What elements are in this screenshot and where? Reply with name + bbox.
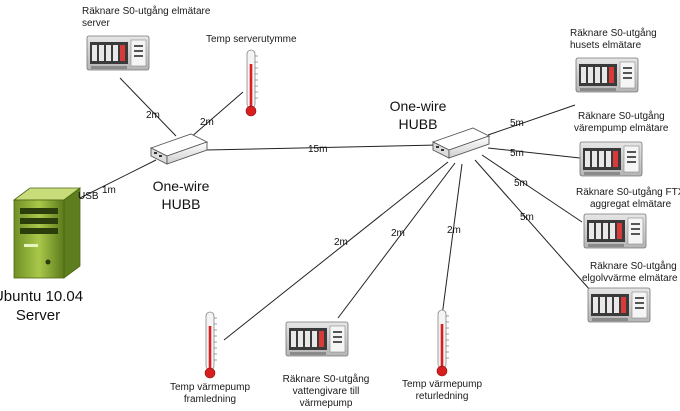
distance-labels: USB 1m 2m 2m 15m 5m 5m 5m 5m 2m 2m 2m — [78, 110, 534, 248]
server-temp-label: Temp serverutymme — [206, 34, 297, 45]
thermometer-icon — [204, 311, 218, 379]
floor-meter-label-line2: elgolvvärme elmätare — [582, 273, 678, 284]
usb-label: USB — [78, 191, 99, 202]
water-meter[interactable]: Räknare S0-utgång vattengivare till värm… — [283, 321, 370, 409]
hub-icon — [150, 133, 208, 165]
server[interactable]: Ubuntu 10.04 Server — [0, 187, 83, 324]
water-meter-label-line3: värmepump — [300, 398, 353, 409]
server-room-thermometer[interactable]: Temp serverutymme — [206, 34, 297, 117]
server-label-line1: Ubuntu 10.04 — [0, 288, 83, 305]
wire-right-hub-to-house-meter — [487, 104, 576, 136]
wire-right-hub-to-ftx-meter — [481, 154, 583, 223]
distance-to-floor-meter: 5m — [520, 212, 534, 223]
water-meter-label-line2: vattengivare till — [293, 386, 360, 397]
right-hub-label-line2: HUBB — [399, 116, 438, 132]
right-hub[interactable]: One-wire HUBB — [390, 98, 490, 159]
distance-to-water-meter: 2m — [391, 228, 405, 239]
wire-right-hub-to-floor-meter — [474, 159, 591, 291]
heatpump-meter-label-line2: värempump elmätare — [574, 123, 669, 134]
ftx-meter-label-line2: aggregat elmätare — [590, 199, 672, 210]
server-meter-label-line1: Räknare S0-utgång elmätare — [82, 5, 211, 17]
floor-heating-meter[interactable]: Räknare S0-utgång elgolvvärme elmätare — [582, 260, 678, 323]
energy-meter-icon — [285, 321, 349, 357]
distance-to-heatpump-meter: 5m — [510, 148, 524, 159]
floor-meter-label-line1: Räknare S0-utgång — [590, 260, 677, 272]
distance-hub-to-hub: 15m — [308, 144, 327, 155]
return-temp-label-line1: Temp värmepump — [402, 379, 482, 390]
wire-right-hub-to-supply-temp — [223, 161, 449, 341]
distance-to-house-meter: 5m — [510, 118, 524, 129]
house-meter-label-line2: husets elmätare — [570, 40, 642, 51]
heatpump-meter[interactable]: Räknare S0-utgång värempump elmätare — [574, 110, 669, 177]
server-icon — [12, 187, 82, 279]
supply-temp-label-line1: Temp värmepump — [170, 382, 250, 393]
supply-thermometer[interactable]: Temp värmepump framledning — [170, 311, 250, 405]
wires — [71, 77, 591, 341]
supply-temp-label-line2: framledning — [184, 394, 236, 405]
distance-server-to-hub: 1m — [102, 185, 116, 196]
wire-right-hub-to-return-temp — [441, 163, 463, 317]
ftx-meter-label-line1: Räknare S0-utgång FTX- — [576, 186, 680, 198]
thermometer-icon — [436, 309, 450, 377]
distance-to-supply-temp: 2m — [334, 237, 348, 248]
wire-left-hub-to-right-hub — [205, 144, 439, 151]
wire-right-hub-to-heatpump-meter — [487, 147, 581, 159]
distance-to-ftx-meter: 5m — [514, 178, 528, 189]
energy-meter-icon — [86, 35, 150, 71]
energy-meter-icon — [583, 213, 647, 249]
server-label-line2: Server — [16, 307, 60, 324]
heatpump-meter-label-line1: Räknare S0-utgång — [578, 110, 665, 122]
distance-hub-to-server-temp: 2m — [200, 117, 214, 128]
energy-meter-icon — [587, 287, 651, 323]
water-meter-label-line1: Räknare S0-utgång — [283, 373, 370, 385]
left-hub-label-line1: One-wire — [153, 178, 210, 194]
ftx-meter[interactable]: Räknare S0-utgång FTX- aggregat elmätare — [576, 186, 680, 249]
wire-left-hub-to-server-temp — [189, 91, 244, 139]
server-meter-label-line2: server — [82, 18, 110, 29]
distance-hub-to-server-meter: 2m — [146, 110, 160, 121]
wire-server-to-left-hub — [71, 159, 157, 203]
distance-to-return-temp: 2m — [447, 225, 461, 236]
house-meter[interactable]: Räknare S0-utgång husets elmätare — [570, 27, 657, 93]
right-hub-label-line1: One-wire — [390, 98, 447, 114]
server-meter[interactable]: Räknare S0-utgång elmätare server — [82, 5, 211, 71]
return-temp-label-line2: returledning — [416, 391, 469, 402]
left-hub-label-line2: HUBB — [162, 196, 201, 212]
energy-meter-icon — [575, 57, 639, 93]
left-hub[interactable]: One-wire HUBB — [150, 133, 210, 212]
thermometer-icon — [245, 49, 259, 117]
energy-meter-icon — [579, 141, 643, 177]
return-thermometer[interactable]: Temp värmepump returledning — [402, 309, 482, 402]
wire-right-hub-to-water-meter — [337, 162, 456, 319]
wire-left-hub-to-server-meter — [119, 77, 177, 137]
hub-icon — [432, 127, 490, 159]
house-meter-label-line1: Räknare S0-utgång — [570, 27, 657, 39]
